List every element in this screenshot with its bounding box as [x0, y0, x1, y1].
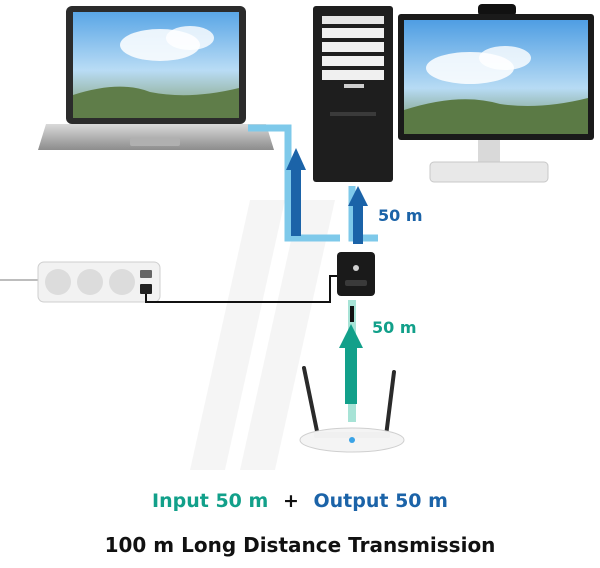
router-icon	[299, 366, 405, 453]
extender-box-icon	[337, 252, 375, 296]
lower-distance-label: 50 m	[372, 318, 417, 337]
input-text: Input 50 m	[152, 490, 269, 512]
upload-arrow-tower	[348, 186, 368, 244]
laptop-icon	[38, 6, 274, 150]
plus-sign: +	[282, 490, 299, 512]
desktop-tower-icon	[313, 6, 393, 182]
output-text: Output 50 m	[313, 490, 448, 512]
power-strip-icon	[0, 261, 161, 303]
headline: 100 m Long Distance Transmission	[104, 533, 496, 557]
io-caption: Input 50 m + Output 50 m	[0, 490, 600, 512]
upper-distance-label: 50 m	[378, 206, 423, 225]
monitor-icon	[398, 4, 594, 183]
blue-cable-to-laptop	[248, 124, 340, 242]
watermark-logo	[190, 200, 335, 470]
black-power-cable	[145, 275, 338, 303]
upload-arrow-laptop	[286, 148, 306, 236]
upload-arrow-router	[339, 324, 363, 404]
